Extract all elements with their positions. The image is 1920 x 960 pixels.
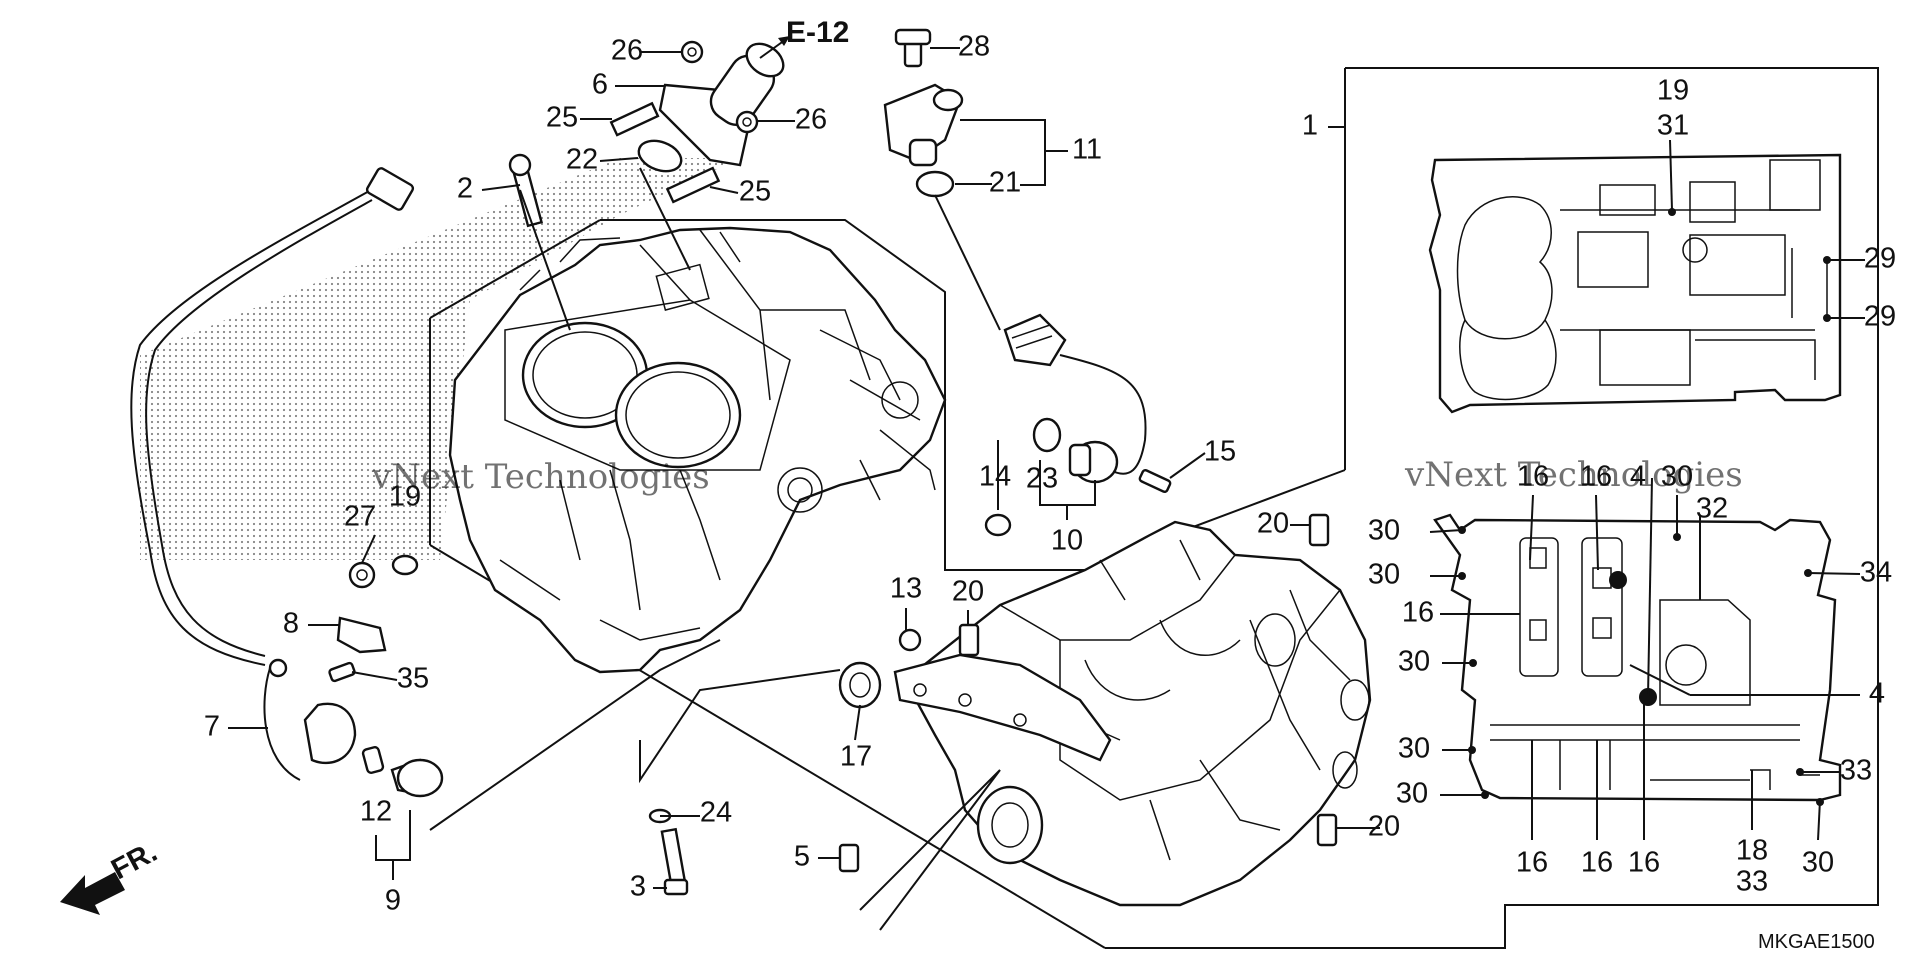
bracket-8 xyxy=(336,616,387,654)
callout-c7: 7 xyxy=(204,711,220,743)
callout-c4b: 4 xyxy=(1869,678,1885,710)
lower-crankcase-bottom-view xyxy=(1433,513,1842,806)
callout-c1: 1 xyxy=(1302,110,1318,142)
lower-crankcase xyxy=(893,520,1372,907)
o-ring-23 xyxy=(1032,417,1062,453)
watermark-right: vNext Technologies xyxy=(1404,455,1743,495)
callout-c30e: 30 xyxy=(1396,778,1428,810)
callout-c32: 32 xyxy=(1696,493,1728,525)
upper-case-frame-top xyxy=(429,219,601,319)
callout-c16c: 16 xyxy=(1402,597,1434,629)
stud-25a xyxy=(609,101,660,137)
upper-crankcase-top-view xyxy=(1428,153,1842,414)
callout-c28: 28 xyxy=(958,31,990,63)
callout-c21: 21 xyxy=(989,167,1021,199)
diagram-code: MKGAE1500 xyxy=(1758,931,1875,953)
reference-page: E-12 xyxy=(786,16,849,49)
callout-c13: 13 xyxy=(890,573,922,605)
callout-c29b: 29 xyxy=(1864,301,1896,333)
dotted-shading xyxy=(140,158,740,560)
o-ring-22 xyxy=(637,139,683,173)
callout-c34: 34 xyxy=(1860,557,1892,589)
stud-25b xyxy=(665,166,721,204)
switch-9 xyxy=(390,758,444,798)
callout-c19b: 19 xyxy=(389,481,421,513)
washer-19 xyxy=(391,554,419,576)
callout-c12: 12 xyxy=(360,796,392,828)
bolt-15 xyxy=(1138,469,1172,493)
callout-c14: 14 xyxy=(979,461,1011,493)
callout-c30f: 30 xyxy=(1661,461,1693,493)
callout-c30c: 30 xyxy=(1398,646,1430,678)
callout-c19a: 19 xyxy=(1657,75,1689,107)
callout-c30b: 30 xyxy=(1368,559,1400,591)
o-ring-21 xyxy=(915,170,955,198)
callout-c30g: 30 xyxy=(1802,847,1834,879)
callout-c3: 3 xyxy=(630,871,646,903)
callout-c20b: 20 xyxy=(1257,508,1289,540)
callout-c11: 11 xyxy=(1072,134,1102,166)
harness-7 xyxy=(130,167,415,781)
callout-c33a: 33 xyxy=(1840,755,1872,787)
callout-c16e: 16 xyxy=(1581,847,1613,879)
reference-arrow-icon xyxy=(759,36,790,59)
bolt-35 xyxy=(328,661,356,683)
washer-12 xyxy=(361,746,385,774)
callout-c18: 18 xyxy=(1736,835,1768,867)
bolt-13 xyxy=(898,628,922,652)
callout-c20c: 20 xyxy=(1368,811,1400,843)
assembly-frame-1 xyxy=(1105,67,1879,949)
callout-c29a: 29 xyxy=(1864,243,1896,275)
callout-c22: 22 xyxy=(566,144,598,176)
callout-c4a: 4 xyxy=(1630,461,1646,493)
callout-c26a: 26 xyxy=(611,35,643,67)
callout-c24: 24 xyxy=(700,797,732,829)
callout-c27: 27 xyxy=(344,501,376,533)
callout-c20a: 20 xyxy=(952,576,984,608)
dowel-20b xyxy=(1308,513,1330,547)
callout-c6: 6 xyxy=(592,69,608,101)
dowel-20a xyxy=(958,623,980,657)
callout-c30d: 30 xyxy=(1398,733,1430,765)
sensor-10 xyxy=(1003,313,1147,484)
upper-case-frame xyxy=(600,219,1100,571)
callout-c10: 10 xyxy=(1051,525,1083,557)
callout-c26b: 26 xyxy=(795,104,827,136)
sensor-11 xyxy=(883,83,964,167)
callout-c35: 35 xyxy=(397,663,429,695)
callout-c25b: 25 xyxy=(739,176,771,208)
leader-lines xyxy=(228,47,1865,931)
upper-crankcase xyxy=(448,226,947,674)
callout-c16b: 16 xyxy=(1580,461,1612,493)
callout-c25a: 25 xyxy=(546,102,578,134)
watermark-left: vNext Technologies xyxy=(371,457,710,497)
callout-c33b: 33 xyxy=(1736,866,1768,898)
plug-14 xyxy=(984,513,1012,537)
callout-c31: 31 xyxy=(1657,110,1689,142)
callout-c30a: 30 xyxy=(1368,515,1400,547)
callout-c2: 2 xyxy=(457,173,473,205)
callout-c17: 17 xyxy=(840,741,872,773)
callout-c16d: 16 xyxy=(1516,847,1548,879)
bolt-3 xyxy=(660,827,689,896)
dowel-5 xyxy=(838,843,860,873)
bolt-2 xyxy=(508,153,543,228)
water-pipe-6 xyxy=(658,42,785,167)
bolt-27 xyxy=(348,561,376,589)
callout-c15: 15 xyxy=(1204,436,1236,468)
bolt-28 xyxy=(894,28,932,68)
callout-c16f: 16 xyxy=(1628,847,1660,879)
callout-c23: 23 xyxy=(1026,463,1058,495)
dowel-20c xyxy=(1316,813,1338,847)
callout-c16a: 16 xyxy=(1517,461,1549,493)
callout-c9: 9 xyxy=(385,885,401,917)
front-arrow-icon xyxy=(60,872,125,915)
plug-17 xyxy=(838,661,882,709)
callout-c8: 8 xyxy=(283,608,299,640)
callout-c5: 5 xyxy=(794,841,810,873)
nut-26b xyxy=(735,110,759,134)
nut-26a xyxy=(680,40,704,64)
